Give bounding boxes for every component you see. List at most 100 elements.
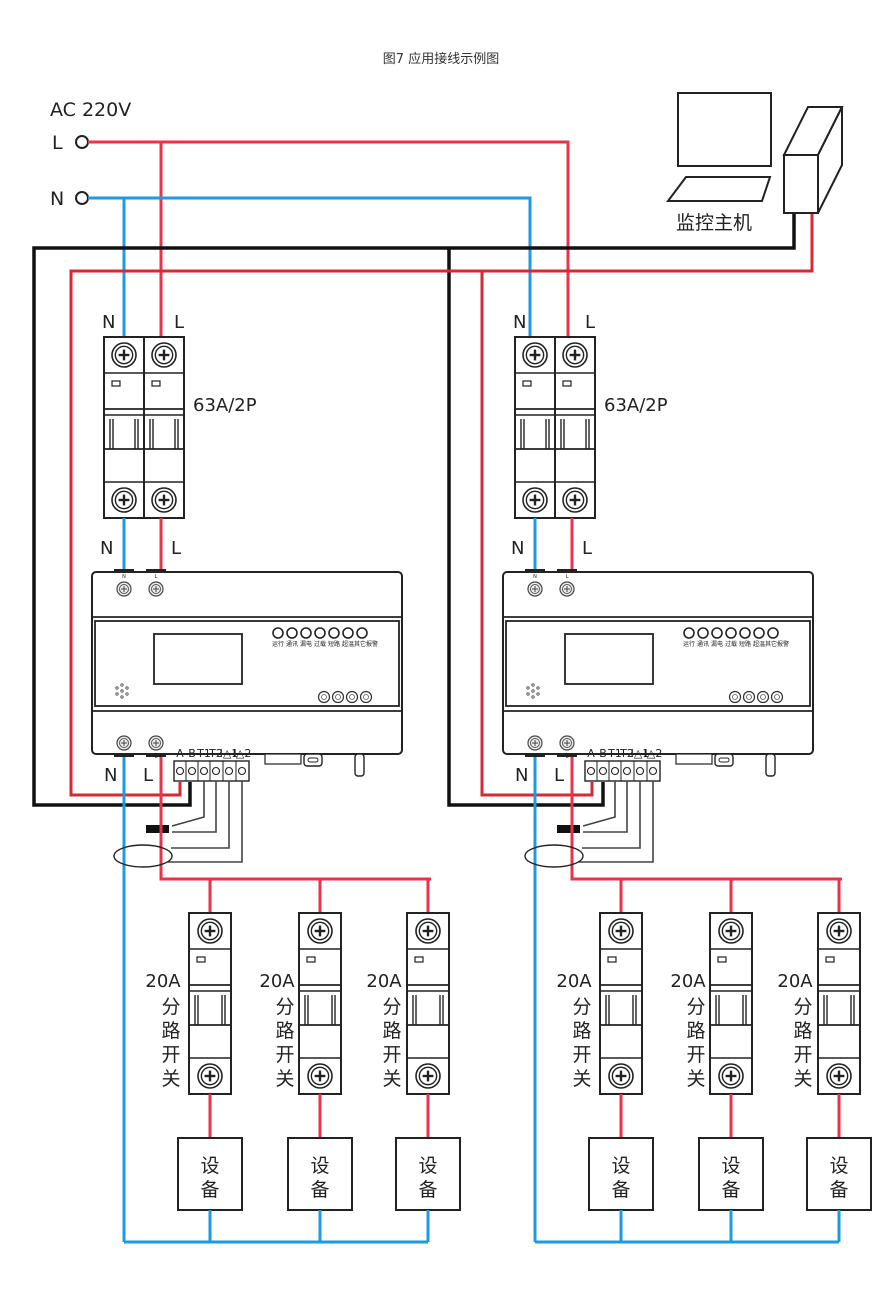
- din-rail-slot: [264, 753, 302, 765]
- neutral-terminal-icon: [75, 191, 89, 205]
- keyboard-icon: [666, 176, 772, 202]
- breaker-bottom-screw-icon: [522, 487, 548, 513]
- breaker-bottom-screw-icon: [608, 1063, 634, 1089]
- enter-button[interactable]: [770, 690, 784, 704]
- terminal-screw-icon: [175, 766, 185, 776]
- output-l-label: L: [554, 765, 564, 786]
- monitor-icon: [677, 92, 772, 167]
- indicator-led-icon: [356, 627, 368, 639]
- load-label: 备: [418, 1179, 437, 1201]
- branch-breaker-label: 开: [275, 1044, 294, 1066]
- load-label: 备: [721, 1179, 740, 1201]
- branch-breaker-label: 分: [161, 996, 180, 1018]
- indicator-led-icon: [753, 627, 765, 639]
- breaker-top-screw-icon: [151, 342, 177, 368]
- signal-terminal-label: I△2: [644, 747, 663, 760]
- branch-breaker-rating: 20A: [777, 971, 813, 992]
- mounting-foot-icon: [765, 753, 776, 777]
- branch-breaker-label: 分: [275, 996, 294, 1018]
- load-label: 备: [200, 1179, 219, 1201]
- breaker-bottom-screw-icon: [826, 1063, 852, 1089]
- indicator-led-icon: [697, 627, 709, 639]
- output-n-label: N: [104, 765, 117, 786]
- load-device: 设备: [698, 1137, 764, 1242]
- indicator-label: 超温: [342, 640, 354, 648]
- device-top-n-label: N: [533, 574, 537, 580]
- branch-breaker-rating: 20A: [145, 971, 181, 992]
- branch-breaker-label: 路: [382, 1020, 401, 1042]
- branch-breaker-body: [709, 912, 753, 1095]
- indicator-label: 过载: [725, 640, 737, 648]
- branch-breaker-label: 路: [161, 1020, 180, 1042]
- device-bottom-l-screw-icon: [559, 735, 575, 751]
- comm-wire-b-left: [32, 212, 796, 807]
- din-clip-icon: [303, 753, 323, 767]
- main-breaker-bottom-l-label: L: [171, 538, 181, 559]
- main-breaker-bottom-n-label: N: [511, 538, 524, 559]
- live-terminal-icon: [75, 135, 89, 149]
- terminal-screw-icon: [237, 766, 247, 776]
- output-n-label: N: [515, 765, 528, 786]
- up-button[interactable]: [742, 690, 756, 704]
- buzzer-icon: [115, 683, 129, 699]
- comm-bus-wires: [32, 212, 814, 807]
- menu-button[interactable]: [317, 690, 331, 704]
- main-breaker-top-l-label: L: [174, 312, 184, 333]
- indicator-led-icon: [286, 627, 298, 639]
- monitoring-device: NL运行通讯漏电过载短路超温其它报警NL: [91, 569, 403, 777]
- indicator-label: 通讯: [697, 640, 709, 648]
- temperature-sensor-icon: [146, 825, 169, 833]
- branch-breaker-label: 开: [686, 1044, 705, 1066]
- enter-button[interactable]: [359, 690, 373, 704]
- main-breaker-pole-n: [514, 336, 556, 519]
- monitor-host: 监控主机: [666, 92, 844, 234]
- terminal-screw-icon: [622, 766, 632, 776]
- branch-breaker-label: 路: [275, 1020, 294, 1042]
- device-top-l-label: L: [566, 574, 569, 580]
- din-rail-slot: [675, 753, 713, 765]
- branch-breaker-rating: 20A: [670, 971, 706, 992]
- monitoring-device: NL运行通讯漏电过载短路超温其它报警NL: [502, 569, 814, 777]
- indicator-label: 漏电: [711, 640, 723, 648]
- distribution-unit-2: NL63A/2PNLNL运行通讯漏电过载短路超温其它报警NLABT1T2I△1I…: [502, 312, 872, 1244]
- buzzer-icon: [526, 683, 540, 699]
- breaker-bottom-screw-icon: [151, 487, 177, 513]
- signal-terminal-label: I△1: [631, 747, 650, 760]
- distribution-unit-1: NL63A/2PNLNL运行通讯漏电过载短路超温其它报警NLABT1T2I△1I…: [91, 312, 461, 1244]
- branch-breaker-label: 开: [572, 1044, 591, 1066]
- signal-terminal-label: A: [587, 747, 595, 760]
- load-label: 备: [310, 1179, 329, 1201]
- indicator-led-icon: [328, 627, 340, 639]
- branch-breaker-body: [406, 912, 450, 1095]
- branch-breaker-rating: 20A: [556, 971, 592, 992]
- comm-wire-a-right: [480, 271, 594, 797]
- branch-breaker-label: 关: [161, 1068, 180, 1090]
- down-button[interactable]: [756, 690, 770, 704]
- output-live-wire: [570, 757, 842, 881]
- terminal-screw-icon: [224, 766, 234, 776]
- branch-breaker-label: 关: [275, 1068, 294, 1090]
- indicator-label: 过载: [314, 640, 326, 648]
- device-top-n-screw-icon: [116, 581, 132, 597]
- breaker-top-screw-icon: [562, 342, 588, 368]
- main-breaker-pole-n: [103, 336, 145, 519]
- terminal-screw-icon: [635, 766, 645, 776]
- diagram-title: 图7 应用接线示例图: [383, 51, 499, 67]
- up-button[interactable]: [331, 690, 345, 704]
- menu-button[interactable]: [728, 690, 742, 704]
- signal-terminal-label: I△2: [233, 747, 252, 760]
- terminal-screw-icon: [598, 766, 608, 776]
- load-label: 设: [310, 1155, 329, 1177]
- load-device: 设备: [395, 1137, 461, 1242]
- breaker-top-screw-icon: [307, 918, 333, 944]
- branch-breaker-label: 关: [382, 1068, 401, 1090]
- load-label: 备: [611, 1179, 630, 1201]
- down-button[interactable]: [345, 690, 359, 704]
- indicator-label: 通讯: [286, 640, 298, 648]
